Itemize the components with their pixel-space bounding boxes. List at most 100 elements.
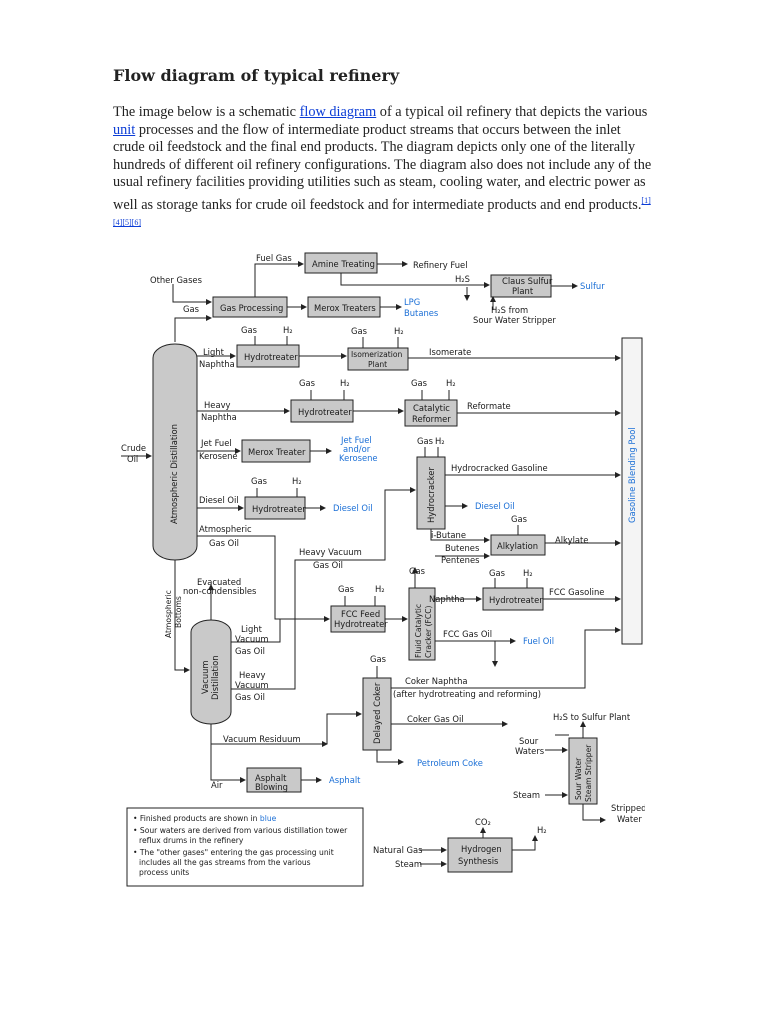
catalytic-reformer-unit [404, 399, 458, 427]
gas-label-11: Gas [370, 654, 386, 664]
legend-line-3c: process units [139, 868, 189, 877]
refinery-flow-diagram: Amine Treating Claus Sulfur Plant Gas Pr… [115, 240, 646, 895]
fuel-gas-label: Fuel Gas [256, 253, 292, 263]
intro-paragraph: The image below is a schematic flow diag… [113, 104, 653, 237]
isomerate-label: Isomerate [429, 347, 471, 357]
atm-distillation-label: Atmospheric Distillation [169, 424, 179, 524]
gas-processing-label: Gas Processing [220, 303, 283, 313]
heavy-vacuum-label-2: Heavy [239, 670, 266, 680]
reformer-label: Reformer [412, 414, 451, 424]
vacuum-label-2: Distillation [210, 655, 220, 700]
h2-label-2: H₂ [394, 326, 404, 336]
gas-oil-label-2: Gas Oil [313, 560, 343, 570]
gasoline-blending-pool [621, 337, 643, 645]
hydrogen-label-2: Synthesis [458, 856, 498, 866]
unit-link[interactable]: unit [113, 121, 136, 138]
steam-h2-label: Steam [395, 859, 422, 869]
h2-label-1: H₂ [283, 325, 293, 335]
legend-line-3: • The "other gases" entering the gas pro… [133, 848, 334, 857]
oil-label: Oil [127, 454, 138, 464]
i-butane-label: i-Butane [431, 530, 466, 540]
gas-label-3: Gas [299, 378, 315, 388]
refinery-diagram-svg: Amine Treating Claus Sulfur Plant Gas Pr… [121, 252, 646, 887]
alkylation-label: Alkylation [497, 541, 538, 551]
gas-label-9: Gas [489, 568, 505, 578]
reformate-label: Reformate [467, 401, 511, 411]
citation-links[interactable]: [1][4][5][6] [113, 195, 651, 228]
pentenes-label: Pentenes [441, 555, 479, 565]
non-condensibles-label: non-condensibles [183, 586, 256, 596]
waters-label: Waters [515, 746, 544, 756]
h2s-from-label: H₂S from [491, 305, 528, 315]
legend-box [126, 807, 364, 887]
gas-label-8: Gas [409, 566, 425, 576]
gas-label-2: Gas [351, 326, 367, 336]
fcc-feed-label-1: FCC Feed [341, 609, 380, 619]
hydrotreater-label-3: Hydrotreater [252, 504, 306, 514]
asphalt-product: Asphalt [329, 775, 361, 785]
hydrogen-synthesis-unit [447, 837, 513, 873]
h2-label-3: H₂ [340, 378, 350, 388]
hydrogen-label-1: Hydrogen [461, 844, 502, 854]
h2s-label: H₂S [455, 274, 470, 284]
legend-line-3b: includes all the gas streams from the va… [139, 858, 311, 867]
gas-oil-label-4: Gas Oil [235, 692, 265, 702]
h2-label-9: H₂ [523, 568, 533, 578]
amine-treating-label: Amine Treating [312, 259, 375, 269]
vacuum-label-1: Vacuum [200, 660, 210, 694]
butanes-product: Butanes [404, 308, 438, 318]
gas-label-4: Gas [411, 378, 427, 388]
catalytic-label: Catalytic [413, 403, 450, 413]
coker-label: Delayed Coker [372, 682, 382, 744]
atmospheric-label: Atmospheric [199, 524, 252, 534]
naphtha-label-1: Naphtha [199, 359, 235, 369]
diesel-oil-label: Diesel Oil [199, 495, 239, 505]
other-gases-label: Other Gases [150, 275, 202, 285]
hydrocracked-gasoline-label: Hydrocracked Gasoline [451, 463, 548, 473]
gas-oil-label-3: Gas Oil [235, 646, 265, 656]
delayed-coker-unit [362, 677, 392, 751]
fcc-label-2: Cracker (FCC) [424, 605, 433, 658]
natural-gas-label: Natural Gas [373, 845, 423, 855]
sour-water-stripper-unit [568, 737, 598, 805]
h2-label-6: H₂ [292, 476, 302, 486]
fuel-oil-product: Fuel Oil [523, 636, 554, 646]
air-label: Air [211, 780, 223, 790]
stripped-label: Stripped [611, 803, 645, 813]
flow-diagram-link[interactable]: flow diagram [299, 104, 377, 120]
naphtha-label-2: Naphtha [201, 412, 237, 422]
hydrotreater-label-4: Hydrotreater [489, 595, 543, 605]
hydrotreater-label-2: Hydrotreater [298, 407, 352, 417]
and-or-product: and/or [343, 444, 371, 454]
vacuum-label-a: Vacuum [235, 634, 269, 644]
alkylate-label: Alkylate [555, 535, 588, 545]
fcc-label-1: Fluid Catalytic [414, 604, 423, 658]
fcc-gasoline-label: FCC Gasoline [549, 587, 604, 597]
h2-out-label: H₂ [537, 825, 547, 835]
blending-pool-label: Gasoline Blending Pool [627, 427, 637, 523]
lpg-product: LPG [404, 297, 420, 307]
intro-text-2: of a typical oil refinery that depicts t… [376, 104, 648, 120]
water-label: Water [617, 814, 642, 824]
fcc-feed-label-2: Hydrotreater [334, 619, 388, 629]
sour-water-label-2: Steam Stripper [584, 744, 593, 802]
petroleum-coke-product: Petroleum Coke [417, 758, 483, 768]
page-title: Flow diagram of typical refinery [113, 66, 400, 85]
atm-bottoms-label-2: Bottoms [174, 596, 183, 628]
diesel-oil-product-hc: Diesel Oil [475, 501, 515, 511]
co2-label: CO₂ [475, 817, 491, 827]
fcc-unit [408, 587, 436, 661]
legend-line-2: • Sour waters are derived from various d… [133, 826, 348, 835]
isomerization-unit [347, 347, 409, 371]
h2s-to-sulfur-label: H₂S to Sulfur Plant [553, 712, 631, 722]
gas-label-7: Gas [511, 514, 527, 524]
evacuated-label: Evacuated [197, 577, 241, 587]
butenes-label: Butenes [445, 543, 479, 553]
fcc-gas-oil-label: FCC Gas Oil [443, 629, 492, 639]
heavy-vacuum-label: Heavy Vacuum [299, 547, 362, 557]
isomerization-label-1: Isomerization [351, 350, 403, 359]
gas-label-top: Gas [183, 304, 199, 314]
sour-water-stripper-label: Sour Water Stripper [473, 315, 556, 325]
gas-label-1: Gas [241, 325, 257, 335]
after-hydrotreating-label: (after hydrotreating and reforming) [393, 689, 541, 699]
